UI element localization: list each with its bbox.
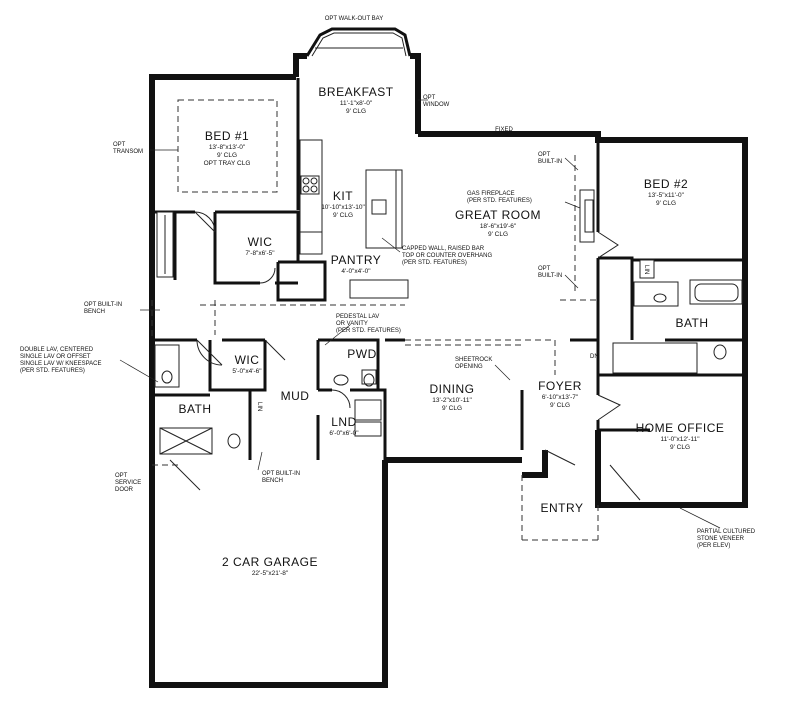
svg-text:OPT TRAY CLG: OPT TRAY CLG — [204, 160, 251, 167]
svg-text:13'-8"x13'-0": 13'-8"x13'-0" — [209, 144, 246, 151]
svg-text:SHEETROCK: SHEETROCK — [455, 357, 492, 363]
svg-text:BUILT-IN: BUILT-IN — [538, 159, 562, 165]
svg-text:9' CLG: 9' CLG — [656, 200, 676, 207]
entry-label: ENTRY — [541, 501, 584, 515]
svg-text:13'-2"x10'-11": 13'-2"x10'-11" — [432, 397, 472, 404]
home-office-label: HOME OFFICE — [636, 421, 725, 435]
svg-text:11'-0"x12'-11": 11'-0"x12'-11" — [660, 436, 700, 443]
svg-text:OPT: OPT — [538, 152, 551, 158]
svg-text:BUILT-IN: BUILT-IN — [538, 273, 562, 279]
svg-text:TRANSOM: TRANSOM — [113, 149, 143, 155]
svg-text:PARTIAL CULTURED: PARTIAL CULTURED — [697, 529, 756, 535]
walkout-bay-note: OPT WALK-OUT BAY — [325, 16, 383, 22]
bed2-label: BED #2 — [644, 177, 688, 191]
svg-text:OR VANITY: OR VANITY — [336, 321, 368, 327]
svg-text:BENCH: BENCH — [262, 478, 283, 484]
lnd-label: LND — [331, 415, 357, 429]
svg-text:(PER STD. FEATURES): (PER STD. FEATURES) — [467, 198, 532, 204]
svg-text:22'-5"x21'-8": 22'-5"x21'-8" — [252, 570, 289, 577]
interior-walls — [152, 78, 745, 505]
svg-text:DOUBLE LAV, CENTERED: DOUBLE LAV, CENTERED — [20, 347, 94, 353]
svg-text:6'-0"x6'-0": 6'-0"x6'-0" — [329, 430, 359, 437]
room-labels: BREAKFAST 11'-1"x8'-0" 9' CLG BED #1 13'… — [178, 85, 725, 577]
svg-text:9' CLG: 9' CLG — [670, 444, 690, 451]
doors — [169, 211, 641, 501]
annotations: OPT WALK-OUT BAY OPT WINDOW FIXED OPT TR… — [20, 16, 756, 549]
svg-text:(PER STD. FEATURES): (PER STD. FEATURES) — [402, 260, 467, 266]
svg-text:9' CLG: 9' CLG — [333, 212, 353, 219]
tray-ceiling — [177, 99, 278, 193]
svg-text:WINDOW: WINDOW — [423, 102, 450, 108]
svg-text:(PER STD. FEATURES): (PER STD. FEATURES) — [336, 328, 401, 334]
breakfast-label: BREAKFAST — [318, 85, 393, 99]
svg-text:GAS FIREPLACE: GAS FIREPLACE — [467, 191, 515, 197]
svg-text:10'-10"x13'-10": 10'-10"x13'-10" — [321, 204, 365, 211]
svg-text:(PER STD. FEATURES): (PER STD. FEATURES) — [20, 368, 85, 374]
svg-text:DOOR: DOOR — [115, 487, 134, 493]
svg-text:13'-5"x11'-0": 13'-5"x11'-0" — [648, 192, 685, 199]
lin-label: LIN — [256, 402, 262, 411]
pwd-label: PWD — [347, 347, 377, 361]
lin-label-2: LIN — [643, 265, 649, 274]
svg-text:9' CLG: 9' CLG — [550, 402, 570, 409]
fixed-note: FIXED — [495, 127, 513, 133]
svg-text:OPT BUILT-IN: OPT BUILT-IN — [262, 471, 300, 477]
svg-text:BENCH: BENCH — [84, 309, 105, 315]
bed1-label: BED #1 — [205, 129, 249, 143]
svg-text:5'-0"x4'-6": 5'-0"x4'-6" — [232, 368, 262, 375]
bath2-label: BATH — [675, 316, 708, 330]
svg-text:9' CLG: 9' CLG — [488, 231, 508, 238]
great-room-label: GREAT ROOM — [455, 208, 541, 222]
svg-text:PEDESTAL LAV: PEDESTAL LAV — [336, 314, 379, 320]
svg-text:STONE VENEER: STONE VENEER — [697, 536, 745, 542]
svg-text:OPT: OPT — [423, 95, 436, 101]
wic1-label: WIC — [248, 235, 273, 249]
svg-text:TOP OR COUNTER OVERHANG: TOP OR COUNTER OVERHANG — [402, 253, 492, 259]
wic2-label: WIC — [235, 353, 260, 367]
svg-text:OPENING: OPENING — [455, 364, 483, 370]
svg-text:SERVICE: SERVICE — [115, 480, 141, 486]
svg-text:OPT: OPT — [113, 142, 126, 148]
svg-text:11'-1"x8'-0": 11'-1"x8'-0" — [340, 100, 373, 107]
svg-text:6'-10"x13'-7": 6'-10"x13'-7" — [542, 394, 579, 401]
leaders — [119, 99, 721, 529]
svg-text:18'-6"x19'-6": 18'-6"x19'-6" — [480, 223, 517, 230]
svg-text:SINGLE LAV OR OFFSET: SINGLE LAV OR OFFSET — [20, 354, 91, 360]
svg-text:9' CLG: 9' CLG — [346, 108, 366, 115]
kit-label: KIT — [333, 189, 353, 203]
svg-text:9' CLG: 9' CLG — [217, 152, 237, 159]
dining-label: DINING — [430, 382, 475, 396]
dashed-openings — [151, 155, 599, 541]
svg-text:4'-0"x4'-0": 4'-0"x4'-0" — [341, 268, 371, 275]
svg-text:7'-8"x6'-5": 7'-8"x6'-5" — [245, 250, 275, 257]
svg-text:SINGLE LAV W/ KNEESPACE: SINGLE LAV W/ KNEESPACE — [20, 361, 101, 367]
svg-text:OPT BUILT-IN: OPT BUILT-IN — [84, 302, 122, 308]
bath-fixtures — [154, 259, 743, 455]
mud-label: MUD — [281, 389, 310, 403]
svg-text:(PER ELEV): (PER ELEV) — [697, 543, 730, 549]
dn-label: DN — [590, 354, 599, 360]
pantry-label: PANTRY — [331, 253, 382, 267]
svg-text:9' CLG: 9' CLG — [442, 405, 462, 412]
svg-text:OPT: OPT — [115, 473, 128, 479]
svg-text:OPT: OPT — [538, 266, 551, 272]
bath1-label: BATH — [178, 402, 211, 416]
foyer-label: FOYER — [538, 379, 582, 393]
walkout-bay — [305, 27, 412, 57]
svg-text:CAPPED WALL, RAISED BAR: CAPPED WALL, RAISED BAR — [402, 246, 485, 252]
garage-label: 2 CAR GARAGE — [222, 555, 318, 569]
